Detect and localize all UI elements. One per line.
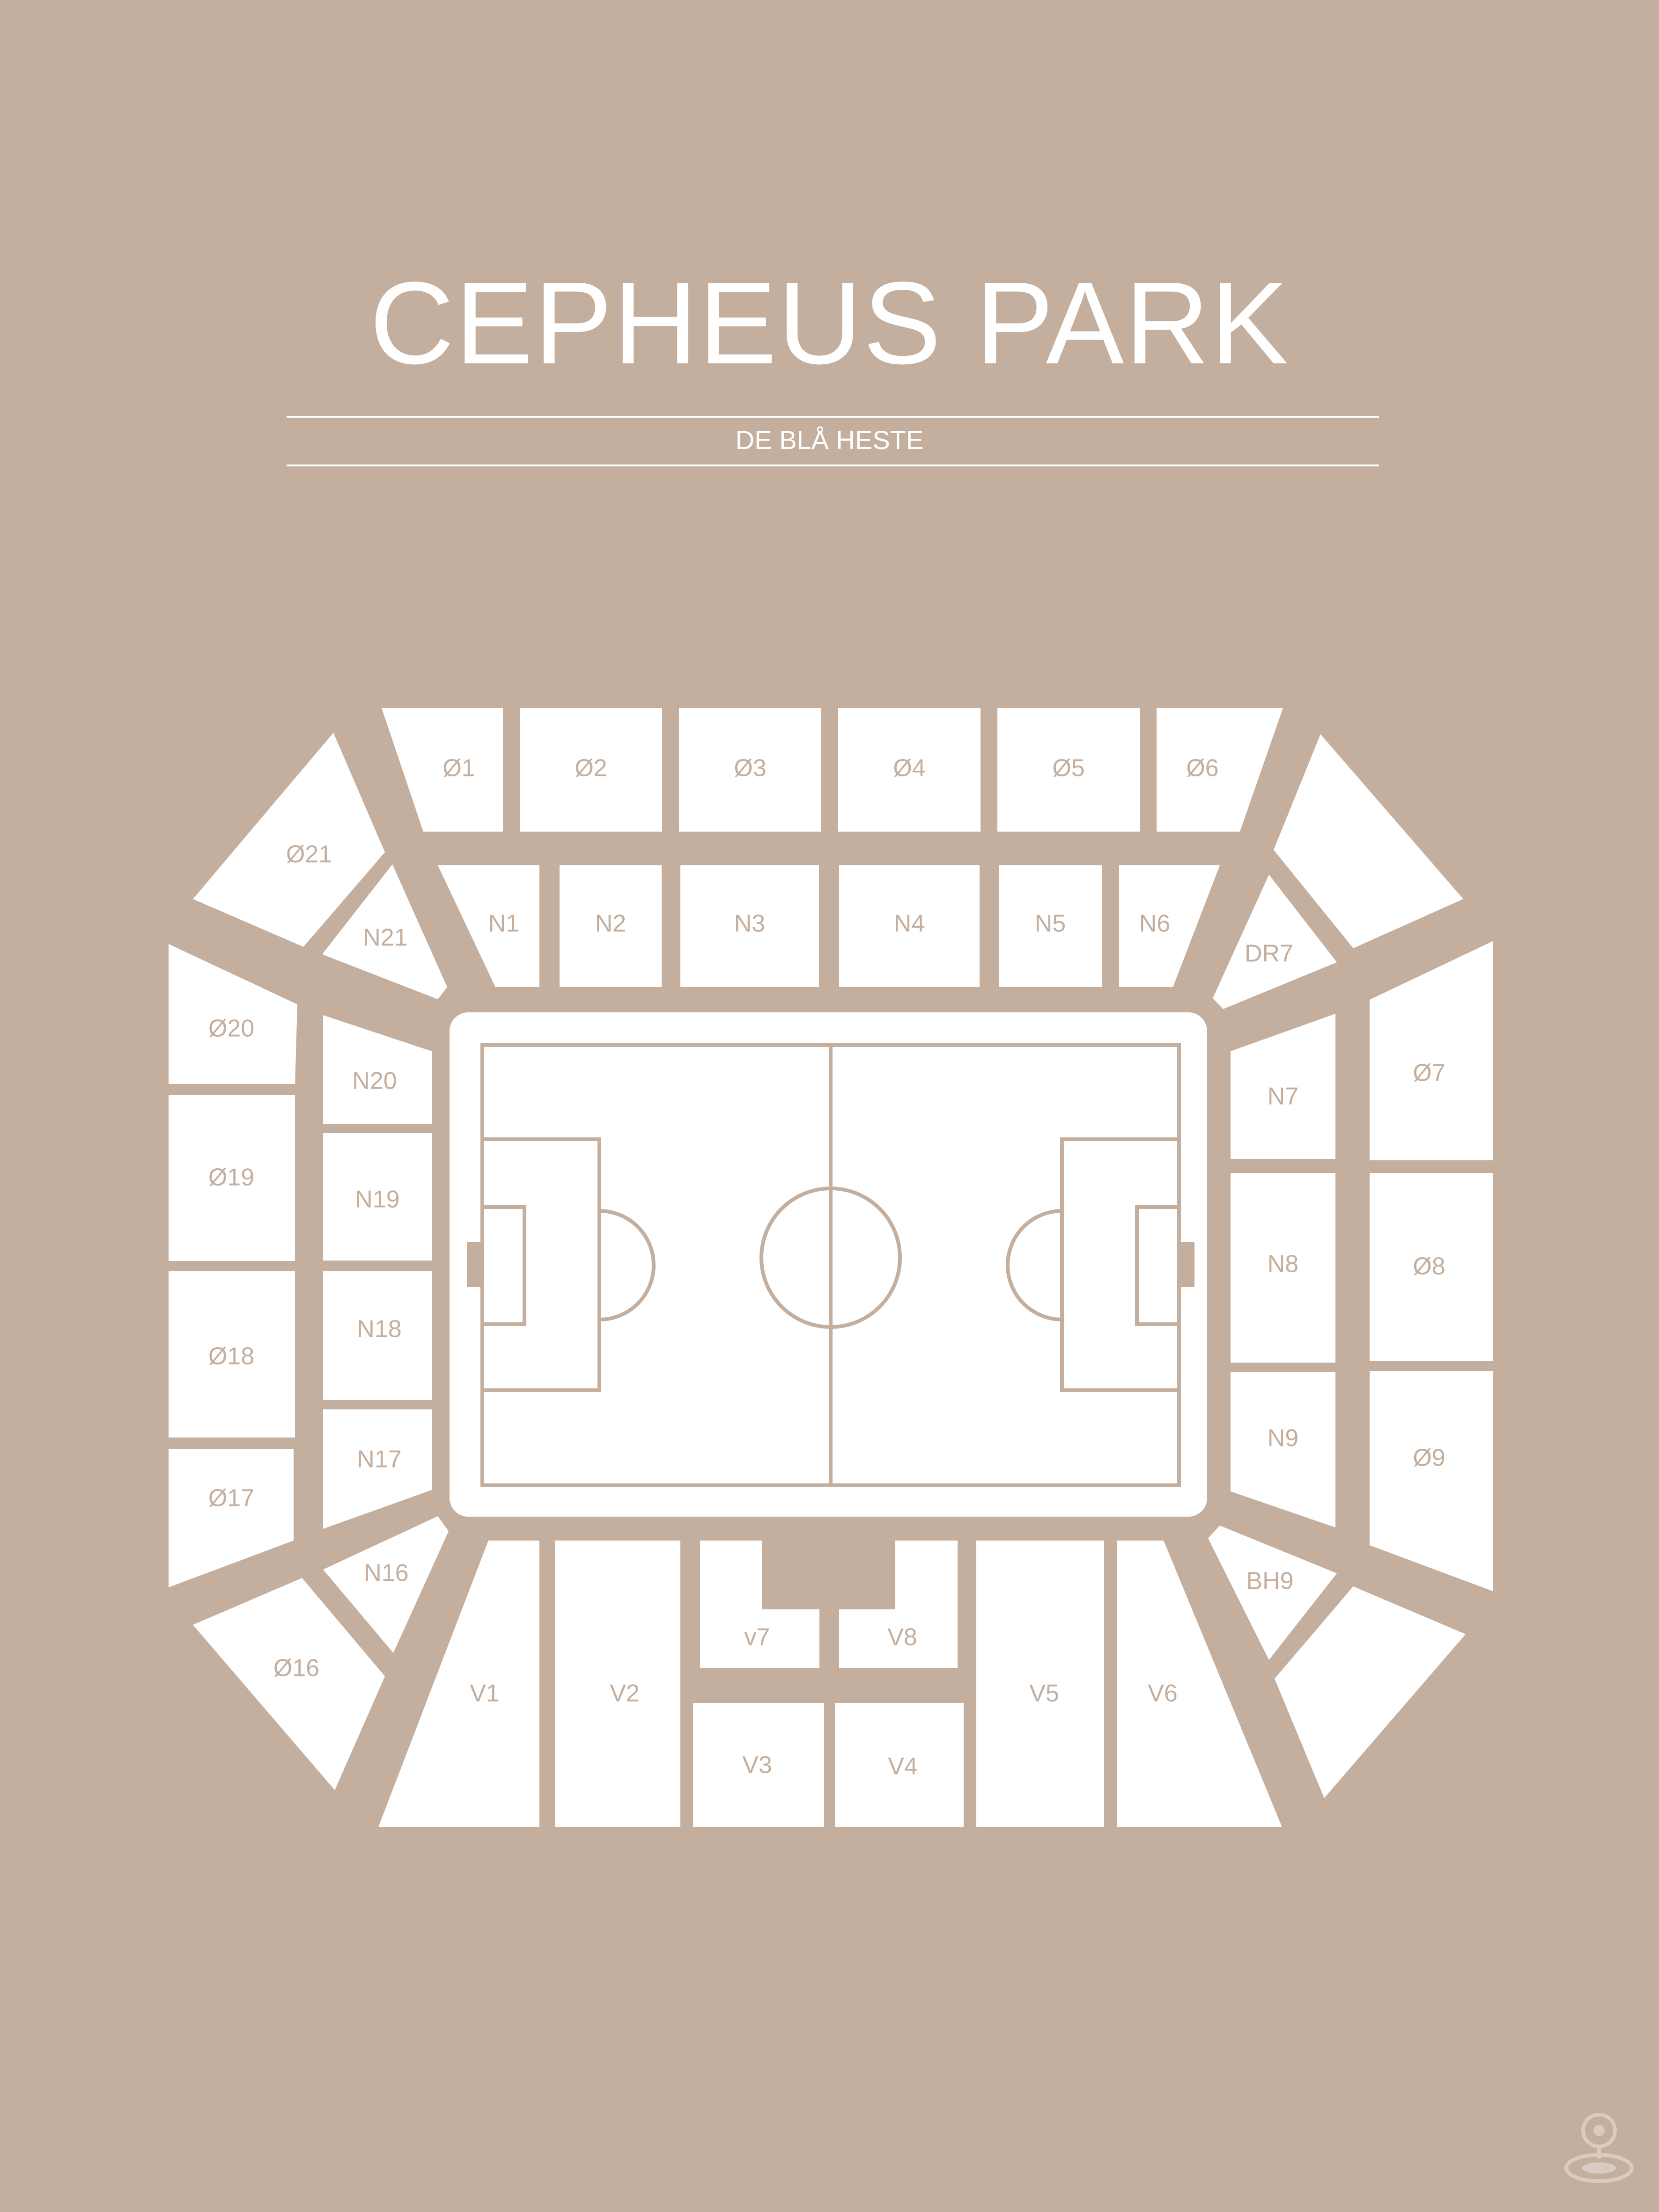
section-v3[interactable]: V3 [693,1703,824,1827]
section-v6[interactable]: V6 [1117,1541,1282,1827]
section-n8[interactable]: N8 [1231,1173,1335,1363]
section-label: BH9 [1246,1568,1293,1595]
section-label: N3 [734,910,765,937]
section-o19[interactable]: Ø19 [169,1095,295,1261]
section-label: N18 [357,1316,401,1343]
section-n17[interactable]: N17 [323,1409,432,1529]
section-n20[interactable]: N20 [323,1015,432,1124]
section-label: Ø20 [208,1015,254,1042]
section-label: Ø3 [734,755,766,782]
section-n9[interactable]: N9 [1231,1372,1335,1527]
section-label: V4 [888,1753,918,1780]
section-label: Ø6 [1186,755,1218,782]
section-label: V6 [1148,1680,1178,1707]
section-top-right-corner[interactable] [1274,734,1463,948]
section-label: N21 [363,924,407,951]
section-label: N16 [364,1560,408,1587]
section-label: Ø8 [1413,1253,1445,1280]
section-v5[interactable]: V5 [976,1541,1104,1827]
title-rule-top [287,416,1379,418]
section-label: N5 [1035,910,1066,937]
section-n6[interactable]: N6 [1119,865,1220,987]
section-n18[interactable]: N18 [323,1271,432,1400]
section-label: N17 [357,1446,401,1473]
section-label: N9 [1268,1425,1298,1452]
section-n5[interactable]: N5 [999,865,1102,987]
section-o8[interactable]: Ø8 [1370,1173,1493,1361]
section-label: v7 [745,1624,770,1651]
section-label: V3 [742,1752,772,1779]
section-label: V1 [470,1680,500,1707]
section-label: N19 [355,1186,399,1213]
section-o3[interactable]: Ø3 [679,708,821,832]
section-label: N2 [595,910,626,937]
section-label: Ø18 [208,1343,254,1370]
section-v1[interactable]: V1 [378,1541,539,1827]
section-o4[interactable]: Ø4 [838,708,981,832]
section-o2[interactable]: Ø2 [520,708,662,832]
section-label: V2 [610,1680,640,1707]
section-label: Ø16 [273,1655,319,1682]
page-subtitle: DE BLÅ HESTE [735,425,924,455]
section-n16[interactable]: N16 [323,1516,449,1653]
section-label: Ø5 [1052,755,1084,782]
section-label: Ø21 [286,841,332,868]
section-label: N20 [352,1068,397,1095]
title-rule-bottom [287,465,1379,466]
football-pitch [450,1012,1207,1517]
section-n1[interactable]: N1 [438,865,539,987]
section-n3[interactable]: N3 [680,865,819,987]
section-label: N4 [894,910,925,937]
section-label: Ø1 [442,755,475,782]
section-dr7[interactable]: DR7 [1213,875,1337,1009]
section-label: V5 [1029,1680,1059,1707]
section-label: N8 [1268,1251,1298,1278]
section-o6[interactable]: Ø6 [1157,708,1283,832]
section-n4[interactable]: N4 [839,865,980,987]
section-label: Ø9 [1413,1445,1445,1472]
section-bottom-right-corner[interactable] [1275,1586,1466,1798]
section-o5[interactable]: Ø5 [997,708,1140,832]
section-o17[interactable]: Ø17 [169,1449,294,1587]
section-bh9[interactable]: BH9 [1208,1526,1337,1660]
section-o18[interactable]: Ø18 [169,1271,295,1438]
section-label: DR7 [1245,940,1293,967]
section-o7[interactable]: Ø7 [1370,941,1493,1160]
section-o16[interactable]: Ø16 [193,1578,385,1790]
section-label: Ø4 [893,755,925,782]
section-o21[interactable]: Ø21 [193,733,385,947]
section-n19[interactable]: N19 [323,1133,432,1261]
section-o20[interactable]: Ø20 [169,944,297,1084]
section-v8[interactable]: V8 [839,1541,958,1668]
section-v4[interactable]: V4 [835,1703,964,1827]
section-label: N1 [488,910,519,937]
section-label: Ø7 [1413,1060,1445,1087]
page-title: CEPHEUS PARK [369,258,1290,388]
section-label: Ø17 [208,1485,254,1512]
section-v2[interactable]: V2 [555,1541,680,1827]
section-o9[interactable]: Ø9 [1370,1371,1493,1591]
section-label: V8 [887,1624,917,1651]
stadium-logo-icon [1564,2113,1634,2183]
section-n21[interactable]: N21 [322,864,447,999]
section-label: Ø2 [575,755,607,782]
section-v7[interactable]: v7 [700,1541,819,1668]
section-label: N7 [1268,1083,1298,1110]
section-label: N6 [1139,910,1170,937]
section-label: Ø19 [208,1164,254,1191]
section-o1[interactable]: Ø1 [382,708,503,832]
section-n7[interactable]: N7 [1231,1014,1335,1159]
section-n2[interactable]: N2 [560,865,662,987]
